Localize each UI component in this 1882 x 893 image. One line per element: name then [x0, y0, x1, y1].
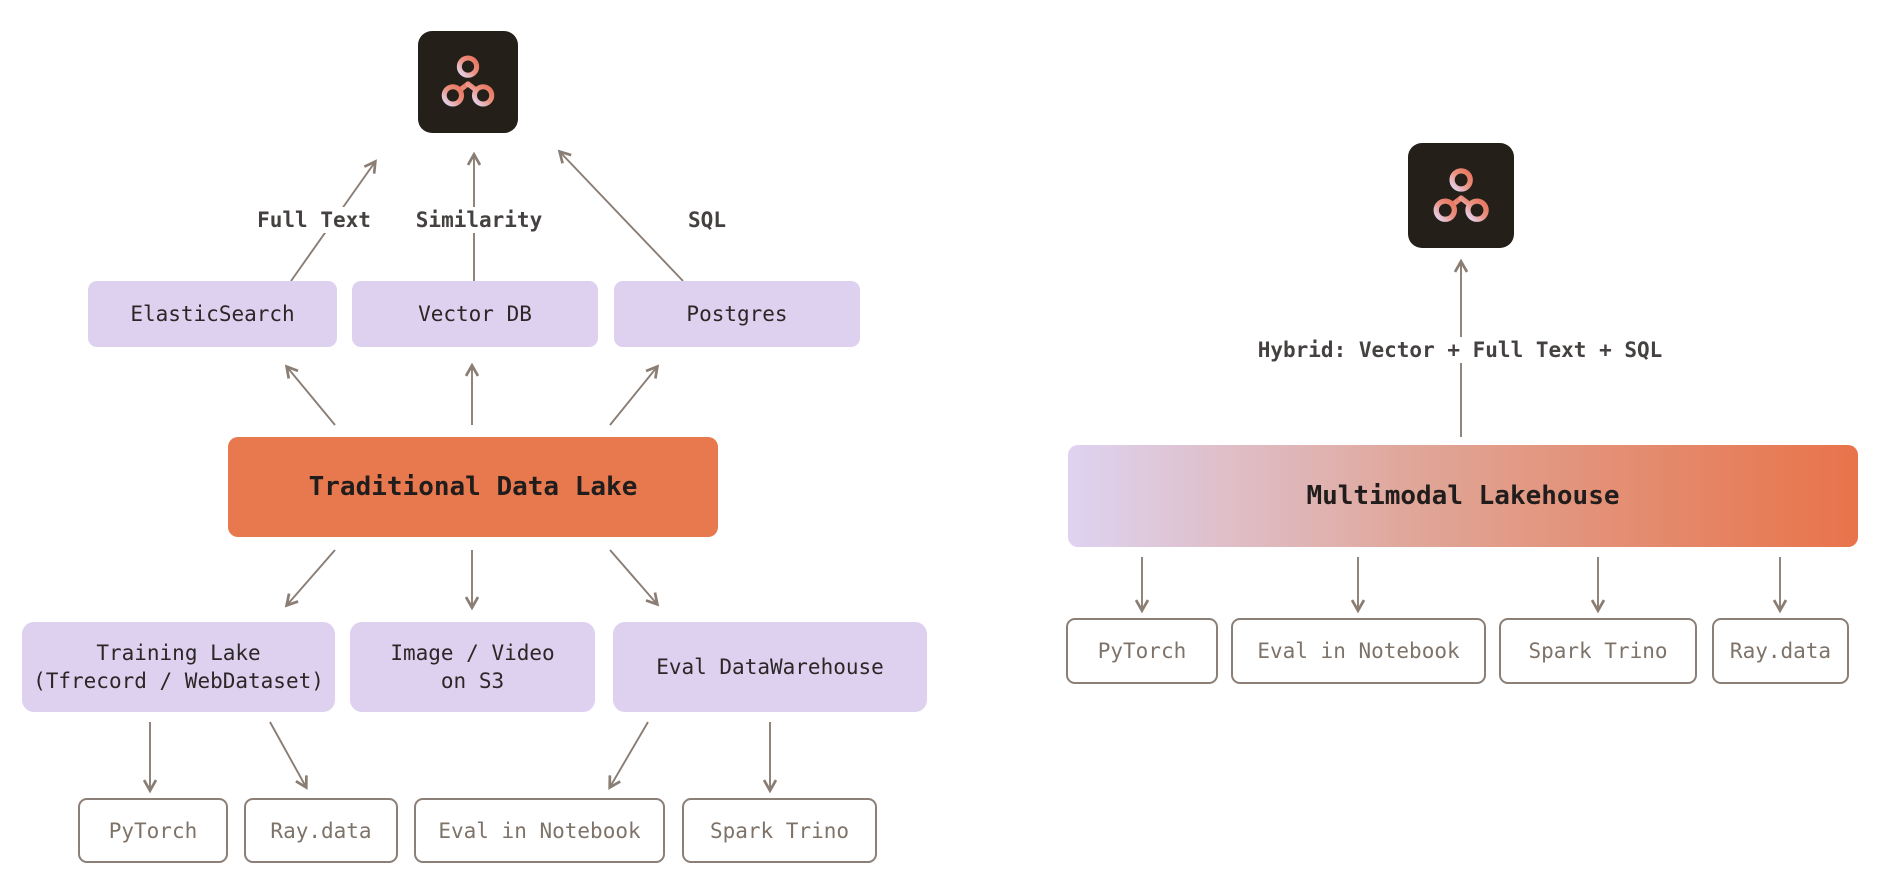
arrow-line	[269, 721, 308, 790]
consumer-label: PyTorch	[108, 818, 198, 843]
engine-box-elasticsearch: ElasticSearch	[88, 281, 337, 347]
arrow-line	[608, 721, 649, 790]
engine-label: Vector DB	[418, 301, 532, 326]
engine-label: Postgres	[686, 301, 788, 326]
query-label-full-text: Full Text	[249, 207, 379, 233]
consumer-label: Spark Trino	[709, 818, 850, 843]
store-box-eval-datawarehouse: Eval DataWarehouse	[613, 622, 927, 712]
lancedb-logo-icon	[1408, 143, 1514, 248]
lancedb-logo-glyph	[1433, 167, 1489, 222]
arrow-line	[609, 549, 660, 607]
consumer-label: Ray.data	[1729, 639, 1832, 663]
consumer-label: PyTorch	[1097, 639, 1187, 663]
store-label-line1: Eval DataWarehouse	[656, 654, 884, 679]
engine-box-vector-db: Vector DB	[352, 281, 598, 347]
store-box-training-lake: Training Lake (Tfrecord / WebDataset)	[22, 622, 335, 712]
arrow-line	[284, 364, 336, 426]
hub-label: Traditional Data Lake	[308, 472, 638, 502]
store-label-line1: Image / Video	[390, 640, 555, 665]
query-label-sql: SQL	[680, 207, 734, 233]
engine-label: ElasticSearch	[130, 301, 295, 326]
consumer-box-pytorch: PyTorch	[1066, 618, 1218, 684]
consumer-label: Ray.data	[270, 818, 372, 843]
consumer-box-ray-data: Ray.data	[244, 798, 398, 863]
consumer-label: Spark Trino	[1528, 639, 1668, 663]
consumer-box-eval-in-notebook: Eval in Notebook	[414, 798, 665, 863]
consumer-label: Eval in Notebook	[1257, 639, 1460, 663]
store-label-line2: on S3	[440, 669, 505, 693]
consumer-box-ray-data: Ray.data	[1712, 618, 1849, 684]
consumer-box-pytorch: PyTorch	[78, 798, 228, 863]
traditional-data-lake-hub: Traditional Data Lake	[228, 437, 718, 537]
consumer-box-spark-trino: Spark Trino	[682, 798, 877, 863]
store-label-line1: Training Lake	[96, 640, 261, 665]
store-label-line2: (Tfrecord / WebDataset)	[33, 669, 324, 693]
query-label-similarity: Similarity	[407, 207, 551, 233]
arrow-line	[609, 364, 660, 426]
hub-label: Multimodal Lakehouse	[1306, 481, 1620, 511]
engine-box-postgres: Postgres	[614, 281, 860, 347]
consumer-box-eval-in-notebook: Eval in Notebook	[1231, 618, 1486, 684]
consumer-box-spark-trino: Spark Trino	[1499, 618, 1697, 684]
consumer-label: Eval in Notebook	[438, 818, 641, 843]
arrow-line	[284, 549, 336, 608]
lancedb-logo-glyph	[441, 55, 495, 107]
arrow-line	[557, 149, 684, 282]
store-box-image-video-s3: Image / Video on S3	[350, 622, 595, 712]
lancedb-logo-icon	[418, 31, 518, 133]
multimodal-lakehouse-hub: Multimodal Lakehouse	[1068, 445, 1858, 547]
query-label-hybrid: Hybrid: Vector + Full Text + SQL	[1249, 337, 1671, 363]
